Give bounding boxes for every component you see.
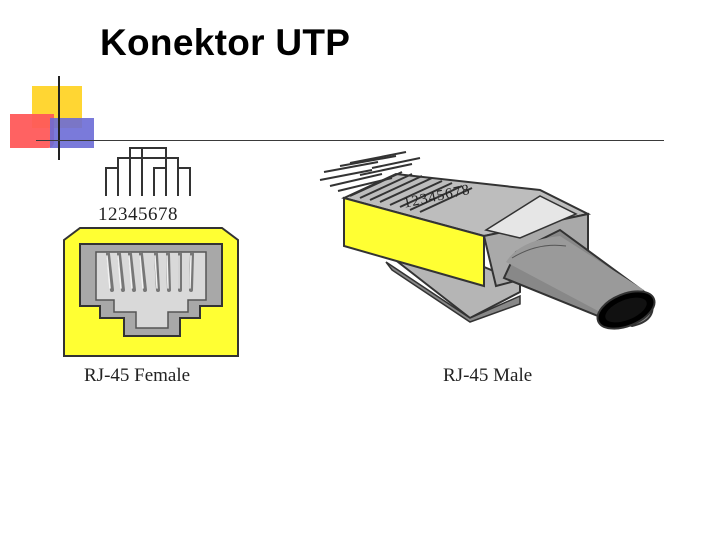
- rj45-female-jack: [63, 227, 239, 357]
- decor-vertical-line: [58, 76, 60, 160]
- caption-rj45-female: RJ-45 Female: [84, 365, 191, 386]
- decor-red-square: [10, 114, 54, 148]
- rj45-male-plug: [319, 151, 656, 330]
- caption-rj45-male: RJ-45 Male: [443, 365, 533, 386]
- rj45-female-diagram: [105, 147, 191, 196]
- decor-blue-square: [50, 118, 94, 148]
- female-pin-brackets: [105, 147, 191, 196]
- male-wire-strands: [319, 151, 421, 192]
- slide-title: Konektor UTP: [100, 22, 351, 63]
- title-underline: [36, 140, 664, 141]
- female-pin-numbers: 12345678: [98, 204, 178, 225]
